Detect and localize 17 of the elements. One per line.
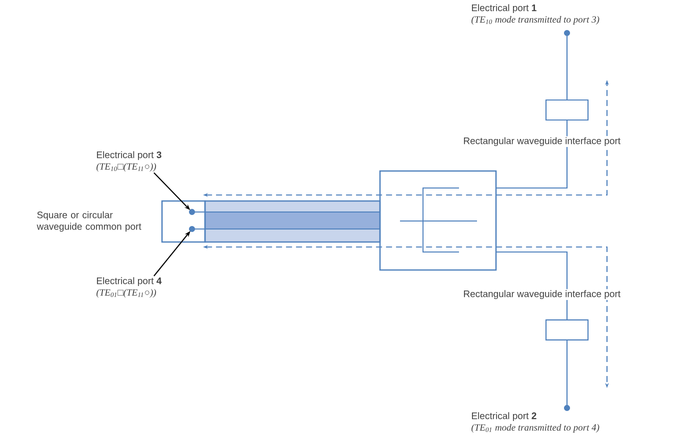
connector-line: [194, 211, 380, 213]
port-caption: Square or circular waveguide common port: [36, 211, 142, 232]
port-type-label: Rectangular waveguide interface port: [462, 289, 622, 300]
filter-box: [545, 99, 589, 121]
port-type-label: Rectangular waveguide interface port: [462, 136, 622, 148]
port-label: Electrical port 2 (TE$_{01}$ mode transmitted to port 4): [472, 412, 600, 433]
connector-line: [496, 251, 568, 320]
filter-box: [545, 319, 589, 341]
port-label: Electrical port 4 (TE$_{01}$□(TE$_{11}$○)): [96, 277, 162, 298]
common-port-box: [161, 200, 206, 243]
port-label: Electrical port 3 (TE$_{10}$□(TE$_{11}$○)): [96, 151, 162, 172]
orthomode-transducer-box: [379, 170, 497, 271]
port-label: Electrical port 1 (TE$_{10}$ mode transmitted to port 3): [472, 4, 600, 25]
connector-line: [566, 36, 568, 100]
connector-line: [566, 340, 568, 406]
connector-line: [496, 120, 568, 189]
connector-line: [194, 228, 380, 230]
